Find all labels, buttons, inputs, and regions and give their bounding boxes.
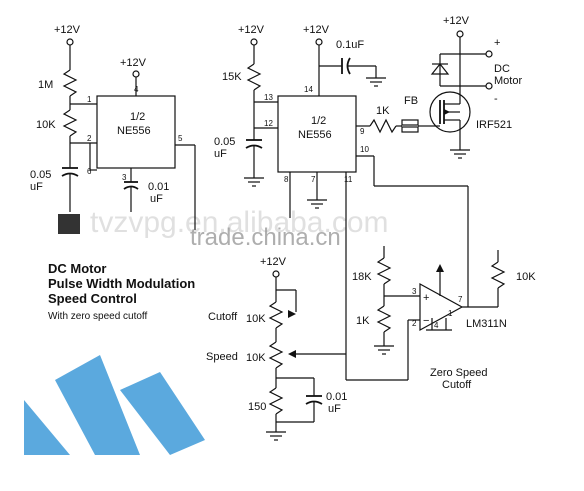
svg-text:+12V: +12V	[303, 24, 330, 36]
svg-text:-: -	[494, 93, 498, 105]
capacitor-001-left	[123, 185, 139, 190]
svg-text:−: −	[423, 315, 429, 327]
svg-text:8: 8	[284, 175, 289, 184]
supply-label: +12V	[120, 57, 147, 69]
watermark-alibaba: tvzvpg.en.alibaba.com	[90, 206, 389, 239]
svg-text:uF: uF	[150, 193, 163, 205]
svg-text:4: 4	[134, 85, 139, 94]
watermark-trade-china: trade.china.cn	[190, 224, 341, 251]
r-1m-label: 1M	[38, 79, 53, 91]
watermark-logo	[24, 355, 205, 455]
resistor-1k-gate	[369, 118, 397, 134]
ferrite-bead	[401, 119, 419, 126]
title-line-1: DC Motor	[48, 261, 107, 276]
svg-text:7: 7	[458, 295, 463, 304]
capacitor-005-right	[245, 144, 263, 149]
supply-terminal	[66, 38, 74, 46]
svg-text:0.1uF: 0.1uF	[336, 39, 364, 51]
motor-terminal-minus	[485, 82, 493, 90]
motor-terminal-plus	[485, 50, 493, 58]
comparator-lm311n	[419, 282, 464, 332]
svg-text:150: 150	[248, 401, 266, 413]
svg-text:0.05: 0.05	[30, 169, 51, 181]
svg-text:10K: 10K	[246, 352, 266, 364]
resistor-150	[268, 387, 284, 415]
svg-text:Speed: Speed	[206, 351, 238, 363]
svg-text:3: 3	[122, 173, 127, 182]
svg-text:13: 13	[264, 93, 273, 102]
resistor-18k	[376, 257, 392, 285]
svg-text:1K: 1K	[356, 315, 370, 327]
svg-text:+12V: +12V	[260, 256, 287, 268]
capacitor-001-bottom	[305, 400, 323, 405]
svg-text:FB: FB	[404, 95, 418, 107]
svg-text:2: 2	[412, 319, 417, 328]
flyback-diode	[430, 63, 450, 75]
svg-text:uF: uF	[214, 148, 227, 160]
r-10k-left-label: 10K	[36, 119, 56, 131]
diagram-title: DC Motor Pulse Width Modulation Speed Co…	[48, 261, 195, 322]
svg-text:NE556: NE556	[117, 125, 151, 137]
right-timer-section: +12V 15K 13 12 0.05 uF 1/2 NE556 +12V 14…	[214, 24, 469, 381]
resistor-1k-divider	[376, 305, 392, 333]
resistor-15k	[246, 63, 262, 91]
ic-left-ne556	[96, 95, 176, 169]
svg-text:uF: uF	[30, 181, 43, 193]
mosfet-motor-section: +12V + DC Motor - IRF521	[429, 15, 522, 159]
title-line-2: Pulse Width Modulation	[48, 276, 195, 291]
svg-text:3: 3	[412, 287, 417, 296]
svg-text:Cutoff: Cutoff	[208, 311, 238, 323]
svg-text:2: 2	[87, 134, 92, 143]
svg-text:1: 1	[448, 309, 453, 318]
capacitor-01uf	[346, 57, 351, 75]
title-subtitle: With zero speed cutoff	[48, 311, 148, 322]
svg-text:DC: DC	[494, 63, 510, 75]
svg-text:9: 9	[360, 127, 365, 136]
resistor-1m	[62, 69, 78, 97]
speed-pot	[268, 341, 284, 369]
ic-right-ne556	[277, 95, 357, 173]
svg-text:11: 11	[344, 175, 353, 184]
svg-text:6: 6	[87, 167, 92, 176]
svg-text:Cutoff: Cutoff	[442, 379, 472, 391]
title-line-3: Speed Control	[48, 291, 137, 306]
svg-text:0.01: 0.01	[326, 391, 347, 403]
cutoff-pot	[268, 301, 284, 329]
svg-text:10K: 10K	[516, 271, 536, 283]
comparator-section: 18K 1K + − 3 2 7 1 4 LM311N 10K Zero Spe…	[352, 246, 536, 391]
svg-text:1/2: 1/2	[311, 115, 326, 127]
svg-text:5: 5	[178, 134, 183, 143]
svg-text:4: 4	[434, 321, 439, 330]
svg-text:0.05: 0.05	[214, 136, 235, 148]
svg-text:14: 14	[304, 85, 313, 94]
svg-text:1: 1	[87, 95, 92, 104]
svg-text:12: 12	[264, 119, 273, 128]
resistor-10k-left	[62, 109, 78, 137]
svg-text:uF: uF	[328, 403, 341, 415]
svg-text:0.01: 0.01	[148, 181, 169, 193]
svg-text:10: 10	[360, 145, 369, 154]
svg-text:1/2: 1/2	[130, 111, 145, 123]
svg-text:15K: 15K	[222, 71, 242, 83]
svg-text:Motor: Motor	[494, 75, 522, 87]
svg-text:+12V: +12V	[443, 15, 470, 27]
svg-text:+12V: +12V	[238, 24, 265, 36]
svg-text:LM311N: LM311N	[466, 318, 507, 330]
svg-text:18K: 18K	[352, 271, 372, 283]
watermark-block	[58, 214, 80, 234]
svg-text:+: +	[423, 292, 429, 304]
svg-text:1K: 1K	[376, 105, 390, 117]
supply-label: +12V	[54, 24, 81, 36]
svg-text:+: +	[494, 37, 500, 49]
svg-text:10K: 10K	[246, 313, 266, 325]
resistor-10k-pullup	[490, 261, 506, 289]
svg-text:Zero Speed: Zero Speed	[430, 367, 487, 379]
svg-text:IRF521: IRF521	[476, 119, 512, 131]
svg-text:NE556: NE556	[298, 129, 332, 141]
capacitor-005-left	[61, 172, 79, 177]
svg-text:7: 7	[311, 175, 316, 184]
speed-control-section: +12V Cutoff 10K Speed 10K 150 0.01 uF	[206, 256, 347, 441]
left-timer-section: +12V 1M 1 10K 2 6 0.05 uF 1/2 NE556 +12V…	[30, 24, 196, 230]
